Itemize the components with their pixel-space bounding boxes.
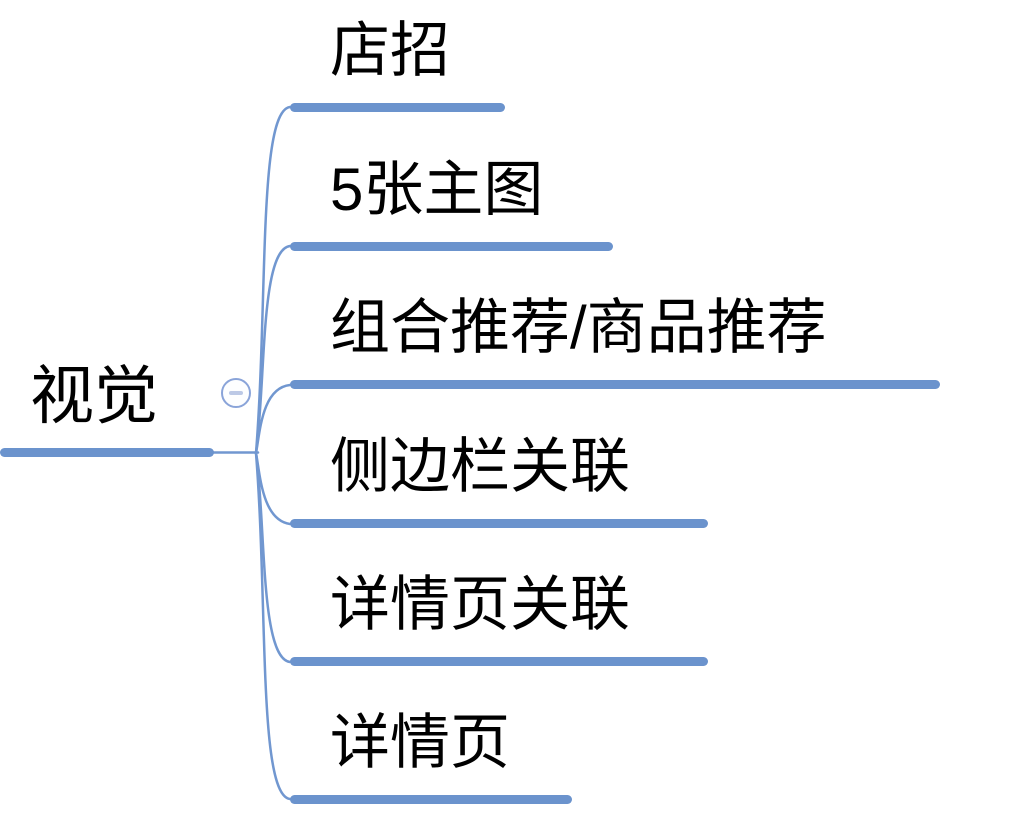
child-node-detail-page-association[interactable]: 详情页关联 [290,569,708,666]
child-node-label: 侧边栏关联 [330,433,630,500]
root-node-underline [0,448,214,457]
minus-icon [229,391,243,395]
child-node-dianzhao[interactable]: 店招 [290,15,505,112]
child-node-label: 店招 [330,17,450,84]
branch-curve-5 [254,451,292,664]
child-node-recommendations[interactable]: 组合推荐/商品推荐 [290,292,940,389]
child-node-label: 5张主图 [330,156,544,223]
child-node-underline [290,519,708,528]
child-node-underline [290,242,613,251]
child-node-label: 详情页关联 [330,571,630,638]
child-node-label: 组合推荐/商品推荐 [330,294,827,361]
child-node-underline [290,380,940,389]
child-node-underline [290,657,708,666]
branch-curve-4 [254,451,292,526]
branch-curve-3 [254,383,292,455]
child-node-label: 详情页 [330,709,510,776]
branch-curve-1 [254,105,292,455]
child-node-underline [290,795,572,804]
branch-curve-6 [254,451,292,801]
child-node-detail-page[interactable]: 详情页 [290,707,572,804]
child-node-underline [290,103,505,112]
root-node-label[interactable]: 视觉 [30,360,158,432]
child-node-sidebar-association[interactable]: 侧边栏关联 [290,431,708,528]
branch-curve-2 [254,244,292,455]
child-node-main-images[interactable]: 5张主图 [290,154,613,251]
collapse-button[interactable] [221,378,251,408]
